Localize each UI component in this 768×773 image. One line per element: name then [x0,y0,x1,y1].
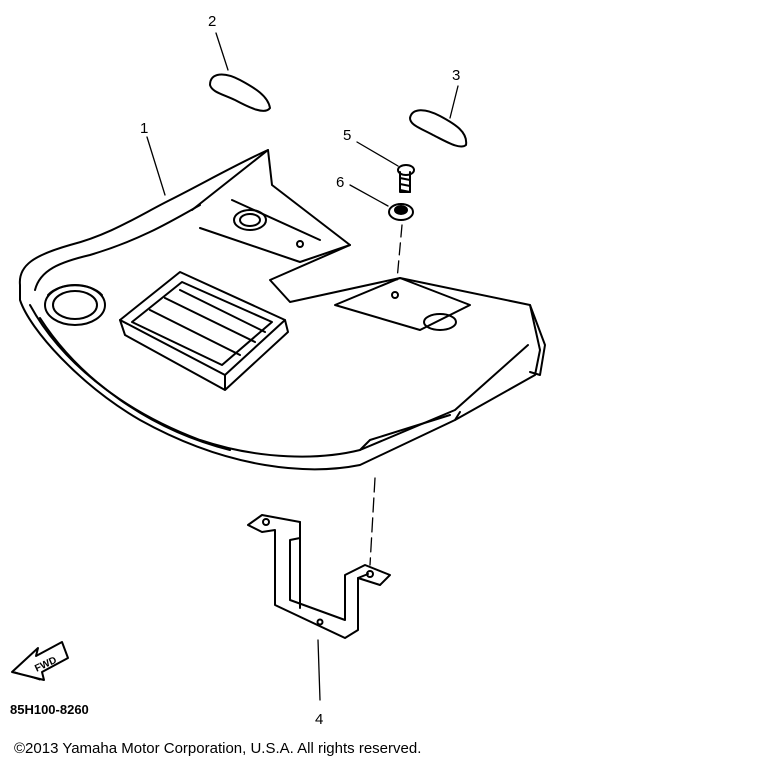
callout-2: 2 [208,13,216,30]
callout-3: 3 [452,67,460,84]
bracket-part-4 [247,514,391,639]
leader-4 [317,639,321,701]
leader-lines [146,32,459,701]
fwd-arrow-icon [11,641,69,681]
leader-5 [356,141,399,167]
fwd-label: FWD [33,655,58,675]
copyright-notice: ©2013 Yamaha Motor Corporation, U.S.A. A… [14,740,422,757]
pad-part-3 [409,109,468,148]
grommet-part-6 [388,203,414,221]
diagram-code: 85H100-8260 [10,702,89,717]
callout-1: 1 [140,120,148,137]
callout-4: 4 [315,711,323,728]
main-cover-part [18,149,546,471]
callout-6: 6 [336,174,344,191]
leader-1 [146,136,166,196]
leader-3 [449,85,459,119]
leader-2 [215,32,229,71]
leader-6-drop [396,224,403,281]
callout-5: 5 [343,127,351,144]
leader-4-drop [369,477,376,566]
screw-part-5 [397,164,415,193]
leader-6 [349,184,389,207]
pad-part-2 [209,73,271,112]
